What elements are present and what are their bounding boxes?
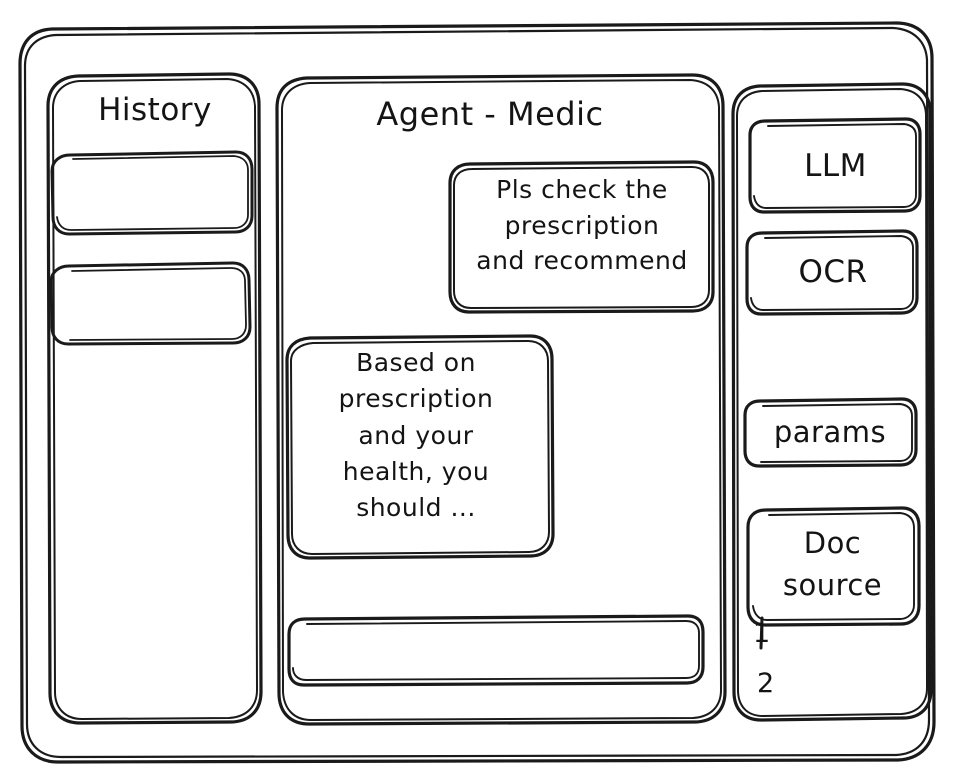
- doc-source-list-item-1[interactable]: 1: [753, 618, 771, 649]
- doc-source-button[interactable]: [748, 508, 919, 625]
- ocr-button-label: OCR: [798, 254, 868, 290]
- params-button-label: params: [773, 415, 887, 449]
- history-item-2[interactable]: [51, 263, 250, 344]
- message-input[interactable]: [289, 616, 703, 685]
- assistant-message-text: Based on prescription and your health, y…: [338, 348, 494, 522]
- llm-button[interactable]: [750, 119, 920, 212]
- ocr-button[interactable]: [747, 231, 917, 314]
- assistant-message-bubble: [287, 336, 553, 558]
- doc-source-list-item-2[interactable]: 2: [757, 668, 775, 699]
- params-button[interactable]: [745, 399, 916, 466]
- history-panel-title: History: [98, 92, 212, 128]
- llm-button-label: LLM: [804, 148, 867, 184]
- history-item-1[interactable]: [52, 152, 252, 234]
- user-message-bubble: [450, 162, 713, 312]
- agent-panel-title: Agent - Medic: [376, 95, 604, 133]
- doc-source-button-label: Doc source: [782, 526, 883, 603]
- user-message-text: Pls check the prescription and recommend: [476, 175, 688, 275]
